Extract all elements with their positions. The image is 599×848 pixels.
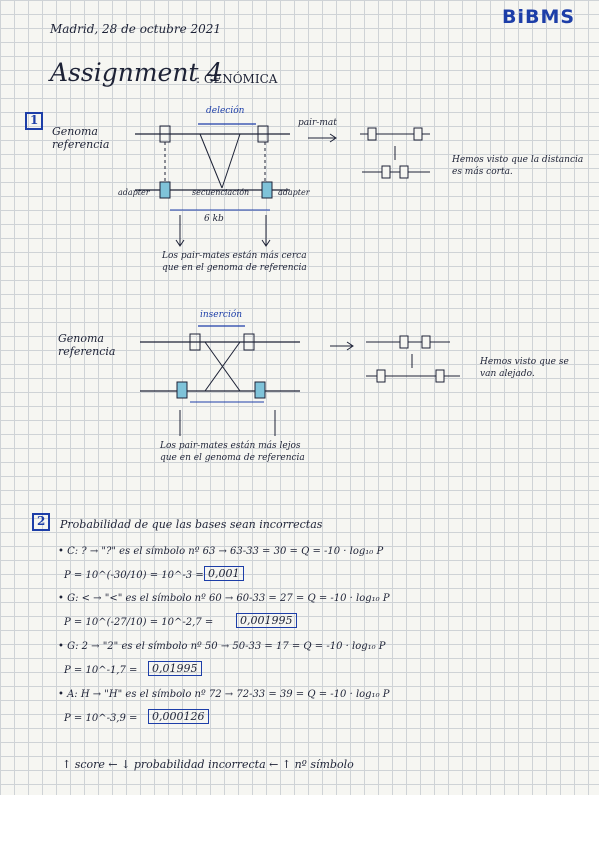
genome-label-a: Genoma referencia [52,125,110,151]
formula-3: P = 10^-1,7 = [64,665,138,676]
genome-label-b: Genoma referencia [58,332,116,358]
result-4: 0,000126 [148,709,209,724]
formula-1: P = 10^(-30/10) = 10^-3 = [64,570,204,581]
section2-number-box [32,513,50,531]
conclusion-text: ↑ score ← ↓ probabilidad incorrecta ← ↑ … [62,758,354,771]
formula-4: P = 10^-3,9 = [64,713,138,724]
pair-mat-label: pair-mat [298,118,337,128]
grid-paper [0,0,599,795]
date-text: Madrid, 28 de octubre 2021 [50,22,222,36]
sequence-label: secuenciación [192,188,250,197]
note-bottom-b: Los pair-mates están más lejos que en el… [160,441,305,463]
note-right-a: Hemos visto que la distancia es más cort… [452,155,584,177]
result-2: 0,001995 [236,613,297,628]
adapter-right-label: adapter [278,188,310,197]
note-right-b: Hemos visto que se van alejado. [480,357,569,379]
read-box [257,125,269,143]
section2-number: 2 [37,514,46,528]
size-label: 6 kb [204,214,224,224]
calc-line-1: • C: ? → "?" es el símbolo nº 63 → 63-33… [58,546,384,557]
result-3: 0,01995 [148,661,202,676]
read-box [261,181,273,199]
brand-logo-text: BiBMS [502,6,576,28]
result-1: 0,001 [204,566,244,581]
page-subtitle: : GENÓMICA [196,72,278,86]
insertion-label: inserción [200,310,243,320]
read-box [159,181,171,199]
read-box [254,381,266,399]
section1-number: 1 [30,113,39,127]
note-bottom-a: Los pair-mates están más cerca que en el… [162,251,307,273]
section1-number-box [25,112,43,130]
adapter-left-label: adapter [118,188,150,197]
read-box [189,333,201,351]
page-title: Assignment 4 [50,58,223,87]
read-box [243,333,255,351]
calc-line-2: • G: < → "<" es el símbolo nº 60 → 60-33… [58,593,390,604]
section2-heading: Probabilidad de que las bases sean incor… [60,518,323,531]
formula-2: P = 10^(-27/10) = 10^-2,7 = [64,617,214,628]
read-box [176,381,188,399]
calc-line-3: • G: 2 → "2" es el símbolo nº 50 → 50-33… [58,641,386,652]
deletion-label: deleción [206,106,245,116]
calc-line-4: • A: H → "H" es el símbolo nº 72 → 72-33… [58,689,390,700]
